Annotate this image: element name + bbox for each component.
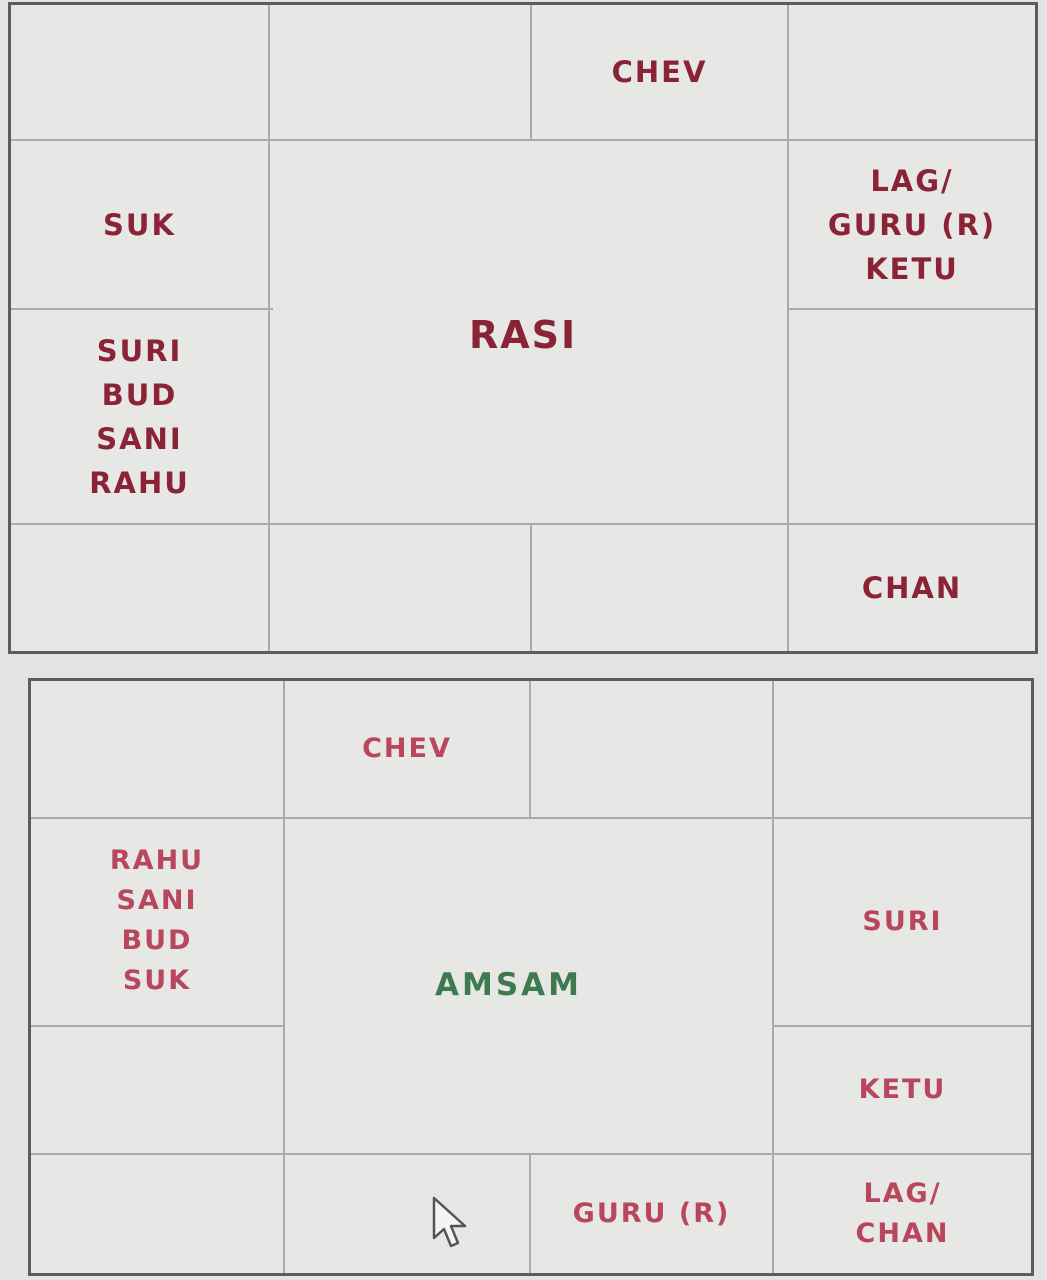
grid-line [31, 1025, 285, 1027]
amsam-house-left-3 [31, 1027, 283, 1153]
grid-line [530, 5, 532, 139]
grid-line [529, 1153, 531, 1273]
grid-line [772, 681, 774, 1273]
amsam-house-top-2: CHEV [285, 681, 529, 817]
rasi-house-top-1 [11, 5, 268, 139]
planet-label: LAG/ [870, 163, 954, 198]
amsam-house-bottom-2 [285, 1155, 529, 1273]
planet-label: LAG/ [863, 1178, 942, 1209]
planet-label: RAHU [109, 845, 205, 876]
planet-label: GURU (R) [827, 207, 997, 242]
planet-label: SANI [96, 421, 183, 456]
amsam-house-top-1 [31, 681, 283, 817]
rasi-house-left-3: SURI BUD SANI RAHU [11, 310, 268, 523]
amsam-house-top-3 [531, 681, 772, 817]
planet-label: CHAN [861, 571, 963, 605]
rasi-house-bottom-3 [532, 525, 787, 651]
grid-line [787, 308, 1035, 310]
grid-line [31, 1153, 1031, 1155]
planet-label: RAHU [89, 465, 190, 500]
amsam-chart: CHEV RAHU SANI BUD SUK SURI AMSAM KETU G… [28, 678, 1034, 1276]
rasi-house-right-3 [789, 310, 1035, 523]
amsam-house-left-2: RAHU SANI BUD SUK [31, 819, 283, 1025]
planet-label: BUD [101, 377, 178, 412]
amsam-house-right-3: KETU [774, 1027, 1031, 1153]
planet-label: SUK [103, 207, 176, 242]
grid-line [268, 5, 270, 651]
planet-label: GURU (R) [572, 1198, 731, 1229]
grid-line [529, 681, 531, 817]
grid-line [31, 817, 1031, 819]
amsam-house-bottom-3: GURU (R) [531, 1155, 772, 1273]
grid-line [774, 1025, 1031, 1027]
rasi-house-left-2: SUK [11, 141, 268, 308]
rasi-house-right-2: LAG/ GURU (R) KETU [789, 141, 1035, 308]
planet-label: CHEV [611, 55, 708, 89]
amsam-house-top-4 [774, 681, 1031, 817]
chart-title: AMSAM [435, 967, 583, 1003]
grid-line [787, 5, 789, 651]
rasi-house-top-2 [270, 5, 530, 139]
amsam-house-right-2: SURI [774, 819, 1031, 1025]
mouse-pointer-icon [430, 1196, 478, 1252]
amsam-house-bottom-4: LAG/ CHAN [774, 1155, 1031, 1273]
rasi-house-bottom-4: CHAN [789, 525, 1035, 651]
grid-line [530, 523, 532, 651]
rasi-chart: CHEV SUK LAG/ GURU (R) KETU SURI BUD SAN… [8, 2, 1038, 654]
planet-label: KETU [865, 251, 959, 286]
chart-title: RASI [469, 313, 578, 357]
rasi-house-bottom-1 [11, 525, 268, 651]
grid-line [11, 139, 1035, 141]
planet-label: CHAN [855, 1218, 950, 1249]
planet-label: SANI [116, 885, 198, 916]
grid-line [11, 523, 1035, 525]
rasi-house-bottom-2 [270, 525, 530, 651]
planet-label: BUD [121, 925, 193, 956]
amsam-house-bottom-1 [31, 1155, 283, 1273]
planet-label: SUK [122, 965, 192, 996]
planet-label: CHEV [362, 733, 452, 764]
planet-label: KETU [858, 1074, 947, 1105]
rasi-house-top-3: CHEV [532, 5, 787, 139]
grid-line [11, 308, 273, 310]
planet-label: SURI [96, 333, 183, 368]
rasi-house-top-4 [789, 5, 1035, 139]
grid-line [283, 681, 285, 1273]
planet-label: SURI [862, 906, 943, 937]
